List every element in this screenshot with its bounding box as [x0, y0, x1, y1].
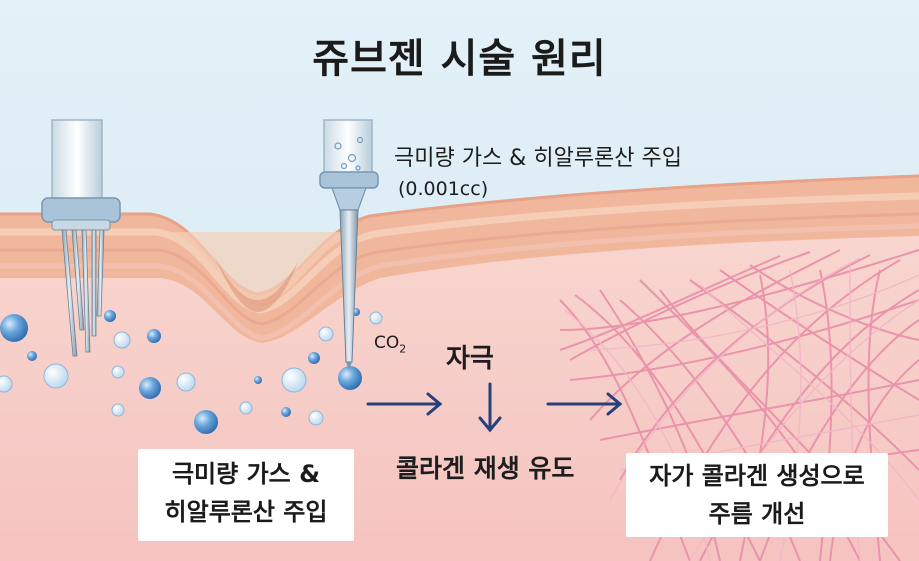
- arrow-down-icon: [478, 382, 502, 433]
- injection-caption-line2: 히알루론산 주입: [164, 498, 328, 526]
- injection-caption-line1: 극미량 가스 &: [171, 460, 321, 488]
- result-caption-line2: 주름 개선: [708, 500, 806, 528]
- injection-caption-box: 극미량 가스 & 히알루론산 주입: [138, 449, 354, 541]
- gas-bubbles: [0, 308, 383, 434]
- injection-label: 극미량 가스 & 히알루론산 주입: [394, 146, 683, 171]
- co2-label: CO2: [374, 333, 406, 355]
- result-caption-box: 자가 콜라겐 생성으로 주름 개선: [626, 453, 888, 537]
- result-caption-line1: 자가 콜라겐 생성으로: [649, 462, 865, 490]
- page-title: 쥬브젠 시술 원리: [312, 36, 607, 82]
- arrow-right-icon: [366, 392, 443, 416]
- skin-layers: [0, 174, 919, 343]
- multi-needle-icon: [41, 119, 121, 357]
- collagen-induce-label: 콜라겐 재생 유도: [396, 454, 575, 483]
- syringe-needle-icon: [319, 119, 379, 370]
- co2-text: CO: [374, 333, 400, 353]
- injection-amount-label: (0.001cc): [398, 178, 489, 200]
- co2-subscript: 2: [399, 342, 407, 356]
- stimulus-label: 자극: [446, 344, 494, 374]
- arrow-right-icon: [546, 392, 623, 416]
